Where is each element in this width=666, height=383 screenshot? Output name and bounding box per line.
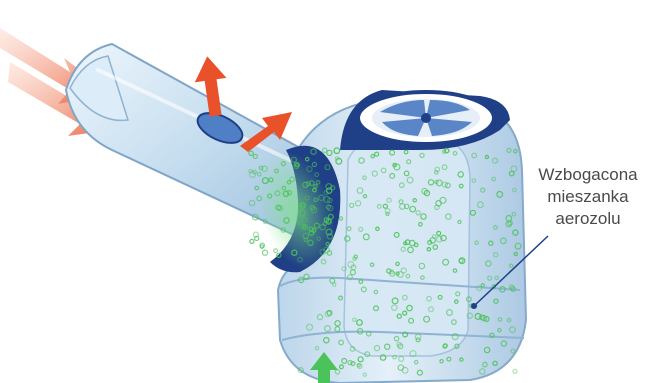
callout-label: Wzbogacona mieszanka aerozolu xyxy=(518,164,658,230)
valve-icon xyxy=(372,99,480,137)
